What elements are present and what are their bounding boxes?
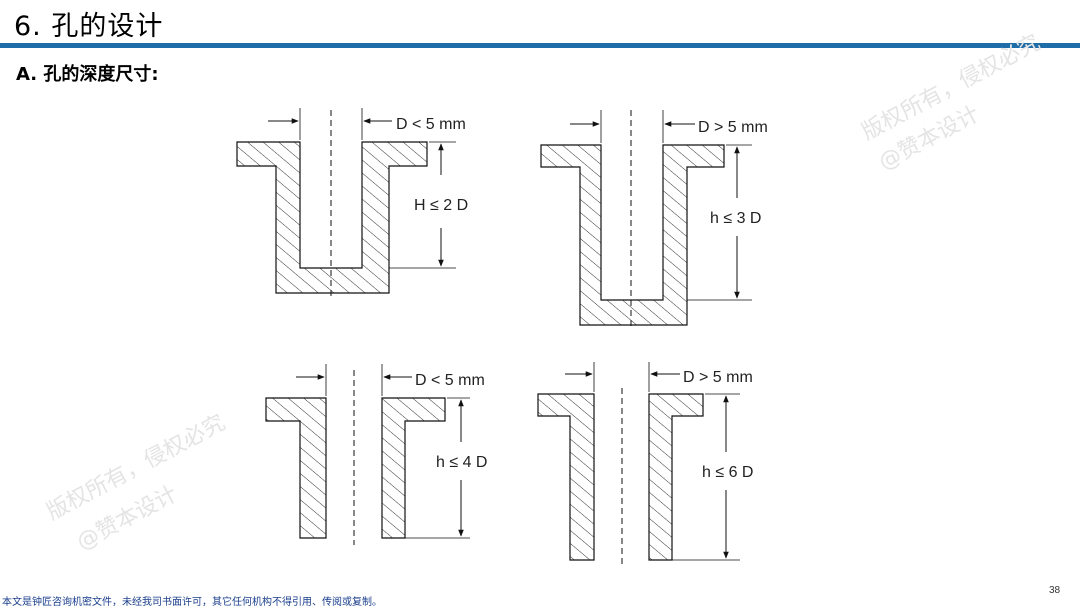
- cross-section-right: [381, 397, 446, 539]
- page-number: 38: [1049, 585, 1061, 596]
- title-rule: [0, 43, 1080, 48]
- diagram-blind-hole-small: D < 5 mm H ≤ 2 D: [236, 108, 468, 300]
- section-subtitle: A. 孔的深度尺寸:: [16, 64, 159, 85]
- cross-section-shape: [236, 141, 428, 294]
- diameter-label: D > 5 mm: [683, 369, 753, 386]
- cross-section-shape: [540, 144, 725, 326]
- cross-section-right: [648, 393, 704, 561]
- depth-label: h ≤ 3 D: [710, 210, 761, 227]
- depth-label: h ≤ 6 D: [702, 464, 753, 481]
- diameter-label: D < 5 mm: [396, 116, 466, 133]
- diagram-blind-hole-large: D > 5 mm h ≤ 3 D: [540, 110, 768, 328]
- cross-section-left: [265, 397, 327, 539]
- diameter-label: D < 5 mm: [415, 372, 485, 389]
- slide-title: 6. 孔的设计: [14, 11, 164, 42]
- depth-label: H ≤ 2 D: [414, 197, 468, 214]
- confidentiality-footer: 本文是钟匠咨询机密文件，未经我司书面许可，其它任何机构不得引用、传阅或复制。: [2, 597, 382, 608]
- diameter-label: D > 5 mm: [698, 119, 768, 136]
- depth-label: h ≤ 4 D: [436, 454, 487, 471]
- diagram-through-hole-large: D > 5 mm h ≤ 6 D: [537, 362, 753, 565]
- cross-section-left: [537, 393, 595, 561]
- diagram-through-hole-small: D < 5 mm h ≤ 4 D: [265, 364, 487, 545]
